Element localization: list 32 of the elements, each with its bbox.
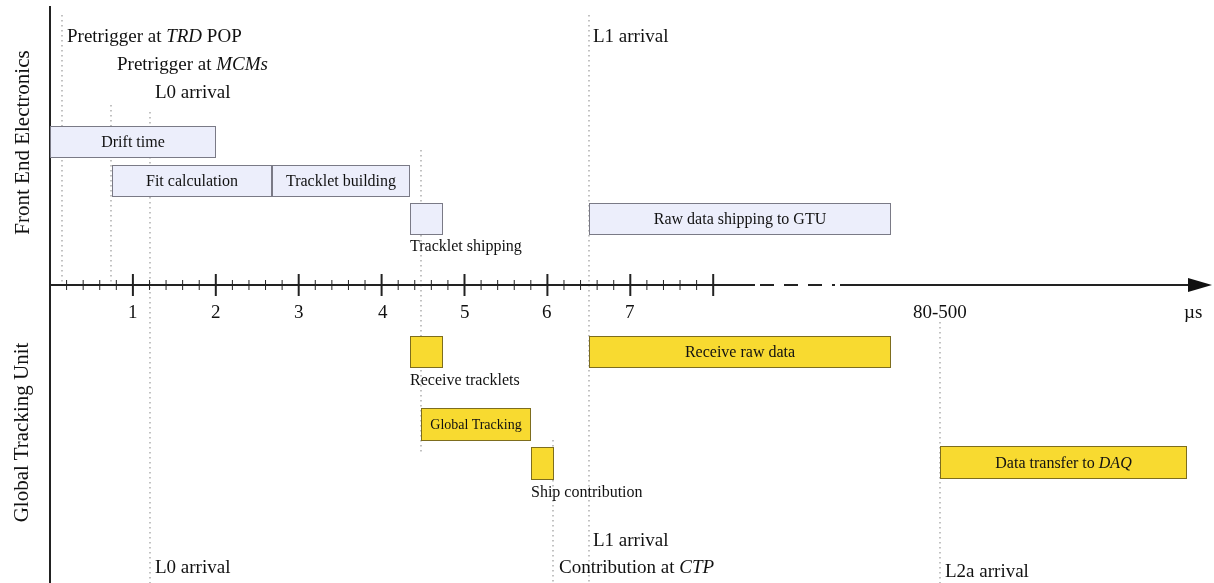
unit-label: µs — [1184, 302, 1203, 321]
event-label: L0 arrival — [155, 82, 231, 101]
event-label: L1 arrival — [593, 530, 669, 549]
tick-label: 7 — [625, 302, 635, 321]
time-bar — [410, 336, 443, 368]
tick-label: 4 — [378, 302, 388, 321]
tick-label: 5 — [460, 302, 470, 321]
event-label: Contribution at CTP — [559, 557, 715, 576]
section-title: Front End Electronics — [11, 49, 33, 235]
bar-caption: Receive tracklets — [410, 372, 520, 388]
tick-label: 3 — [294, 302, 304, 321]
event-label: L1 arrival — [593, 26, 669, 45]
time-bar: Tracklet building — [272, 165, 410, 197]
time-bar — [410, 203, 443, 235]
event-label: L0 arrival — [155, 557, 231, 576]
time-bar: Raw data shipping to GTU — [589, 203, 891, 235]
bar-caption: Tracklet shipping — [410, 238, 522, 254]
section-title: Global Tracking Unit — [11, 342, 33, 522]
time-bar — [531, 447, 554, 480]
time-bar: Fit calculation — [112, 165, 272, 197]
time-bar: Data transfer to DAQ — [940, 446, 1187, 479]
bar-caption: Ship contribution — [531, 484, 643, 500]
time-bar: Receive raw data — [589, 336, 891, 368]
event-label: Pretrigger at TRD POP — [67, 26, 242, 45]
event-label: Pretrigger at MCMs — [117, 54, 268, 73]
tick-label: 80-500 — [913, 302, 967, 321]
time-bar: Drift time — [50, 126, 216, 158]
event-label: L2a arrival — [945, 561, 1029, 580]
tick-label: 1 — [128, 302, 138, 321]
tick-label: 6 — [542, 302, 552, 321]
tick-label: 2 — [211, 302, 221, 321]
time-bar: Global Tracking — [421, 408, 531, 441]
